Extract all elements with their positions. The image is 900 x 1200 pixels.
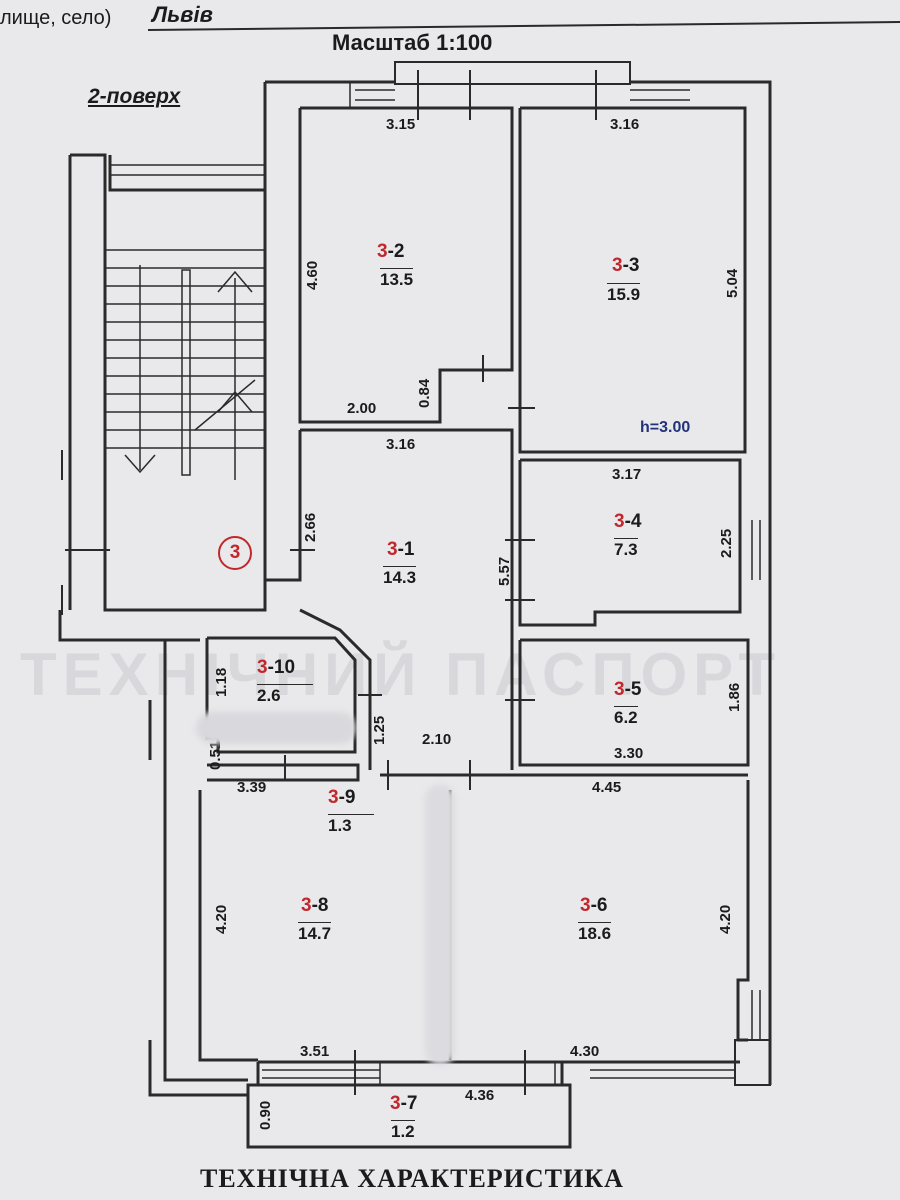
room-3-2-area: 13.5 [380,268,414,289]
ceiling-height-label: h=3.00 [640,419,691,436]
dim-label: 0.84 [416,378,433,408]
dim-label: 4.20 [717,904,734,934]
header-city: Львів [152,2,213,27]
dim-label: 3.16 [610,116,640,133]
dim-label: 5.04 [724,268,741,298]
dim-label: 2.10 [422,731,452,748]
room-3-1-area: 14.3 [383,566,417,587]
room-3-7-id: 3-7 [390,1093,418,1114]
dim-label: 1.25 [371,715,388,745]
header-location-label: лище, село) [0,7,112,29]
room-3-5-area: 6.2 [614,706,638,727]
dim-label: 4.30 [570,1043,600,1060]
footer-title: ТЕХНІЧНА ХАРАКТЕРИСТИКА [200,1164,624,1193]
room-3-2-id: 3-2 [377,241,405,262]
watermark-text: ТЕХНІЧНИЙ ПАСПОРТ [20,641,782,708]
dim-label: 3.16 [386,436,416,453]
room-3-3-id: 3-3 [612,255,640,276]
room-3-4-area: 7.3 [614,538,638,559]
dim-label: 4.20 [213,904,230,934]
room-3-7-area: 1.2 [391,1120,415,1141]
redaction-blur [425,785,455,1065]
room-3-6-id: 3-6 [580,895,608,916]
dim-label: 2.25 [718,528,735,558]
dim-label: 4.36 [465,1087,495,1104]
room-3-10-area: 2.6 [257,684,313,704]
dim-label: 2.00 [347,400,377,417]
dim-label: 2.66 [302,512,319,542]
dim-label: 3.15 [386,116,416,133]
dim-label: 3.51 [300,1043,330,1060]
room-3-5-id: 3-5 [614,679,642,700]
dim-label: 4.60 [304,260,321,290]
stair-marker: 3 [218,536,252,570]
room-3-3-area: 15.9 [607,283,641,304]
room-3-8-id: 3-8 [301,895,329,916]
dim-label: 0.51 [207,740,224,770]
room-3-9-area: 1.3 [328,814,374,834]
room-3-6-area: 18.6 [578,922,612,943]
room-3-10-id: 3-10 [257,657,296,678]
dim-label: 0.90 [257,1100,274,1130]
dim-label: 3.30 [614,745,644,762]
staircase [105,249,265,480]
scale-label: Масштаб 1:100 [332,30,493,55]
redaction-blur [196,712,356,744]
dim-label: 1.18 [213,667,230,697]
dim-label: 3.17 [612,466,642,483]
room-3-8-area: 14.7 [298,922,332,943]
room-3-4-id: 3-4 [614,511,642,532]
dim-label: 3.39 [237,779,267,796]
dim-label: 1.86 [726,682,743,712]
room-3-9-id: 3-9 [328,787,356,808]
dim-label: 5.57 [496,556,513,586]
dim-label: 4.45 [592,779,622,796]
room-3-1-id: 3-1 [387,539,415,560]
floor-label: 2-поверх [88,85,181,108]
